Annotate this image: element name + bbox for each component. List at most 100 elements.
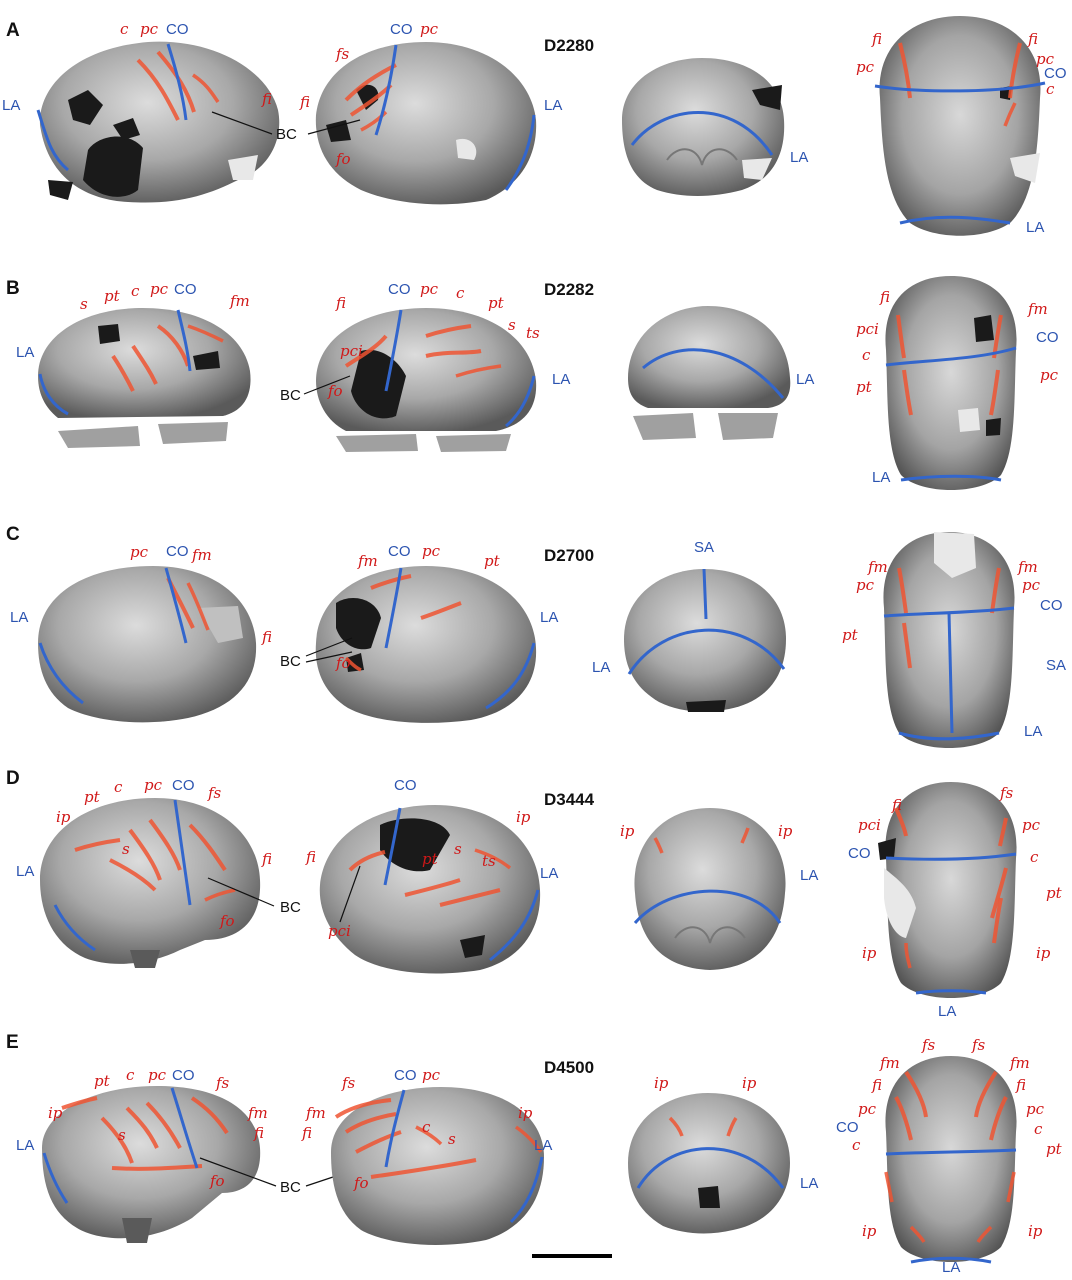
label-la: LA: [540, 609, 559, 626]
label-pc: pc: [422, 1066, 441, 1084]
label-pc: pc: [420, 20, 439, 38]
posterior-view: [628, 1093, 790, 1234]
label-fo: fo: [210, 1172, 225, 1190]
label-co: CO: [836, 1119, 859, 1136]
row-a: A D2280 c pc CO fi LA: [0, 0, 1072, 250]
label-pc-left: pc: [856, 576, 875, 594]
label-la: LA: [534, 1137, 553, 1154]
label-pt: pt: [84, 788, 100, 806]
label-ip-left: ip: [620, 822, 635, 840]
label-c: c: [456, 284, 465, 302]
label-ip-left: ip: [862, 1222, 877, 1240]
label-la: LA: [16, 1137, 35, 1154]
label-ip-left: ip: [862, 944, 877, 962]
label-pc: pc: [144, 776, 163, 794]
label-ip-right: ip: [1036, 944, 1051, 962]
label-fs: fs: [208, 784, 222, 802]
right-lateral-view: [315, 566, 537, 723]
label-la: LA: [1026, 219, 1045, 236]
label-s: s: [448, 1130, 456, 1148]
label-pc-left: pc: [858, 1100, 877, 1118]
label-la: LA: [872, 469, 891, 486]
label-fm-right: fm: [1010, 1054, 1030, 1072]
label-fm: fm: [248, 1104, 268, 1122]
label-la: LA: [800, 1175, 819, 1192]
row-d: D D3444 pt c pc CO fs ip s fi fo LA BC: [0, 766, 1072, 1019]
label-c-right: c: [1034, 1120, 1043, 1138]
label-pc: pc: [148, 1066, 167, 1084]
label-s: s: [118, 1126, 126, 1144]
label-pc: pc: [150, 280, 169, 298]
label-fi-left: fi: [872, 1076, 883, 1094]
label-fo: fo: [336, 150, 351, 168]
label-co: CO: [172, 777, 195, 794]
label-s: s: [80, 295, 88, 313]
label-fi: fi: [262, 850, 273, 868]
label-pci: pci: [856, 320, 879, 338]
label-pc: pc: [130, 543, 149, 561]
row-c: C D2700 pc CO fm fi LA fm CO pc pt f: [0, 520, 1072, 770]
panel-letter: E: [6, 1032, 19, 1053]
label-co: CO: [1040, 597, 1063, 614]
label-c-left: c: [852, 1136, 861, 1154]
label-s: s: [454, 840, 462, 858]
label-pt: pt: [484, 552, 500, 570]
label-pc: pc: [140, 20, 159, 38]
right-lateral-view: [331, 1087, 544, 1245]
label-fi-right: fi: [1016, 1076, 1027, 1094]
label-pc-right: pc: [1022, 576, 1041, 594]
panel-letter: C: [6, 524, 20, 545]
label-ip-right: ip: [778, 822, 793, 840]
label-fi: fi: [300, 93, 311, 111]
left-lateral-view: [38, 308, 251, 448]
label-ip: ip: [56, 808, 71, 826]
posterior-view: [628, 306, 791, 440]
right-lateral-view: [315, 42, 537, 205]
label-bc: BC: [280, 899, 301, 916]
label-ip: ip: [516, 808, 531, 826]
specimen-id: D2700: [544, 546, 595, 565]
label-co: CO: [394, 777, 417, 794]
pci-pointer-line: [339, 865, 361, 923]
label-s: s: [122, 840, 130, 858]
label-pc-left: pc: [856, 58, 875, 76]
label-la: LA: [16, 863, 35, 880]
label-la: LA: [16, 344, 35, 361]
label-pt: pt: [1046, 1140, 1062, 1158]
label-co: CO: [1036, 329, 1059, 346]
label-sa: SA: [694, 539, 715, 556]
superior-view: [884, 1056, 1017, 1264]
label-la: LA: [592, 659, 611, 676]
label-fi: fi: [336, 294, 347, 312]
label-fs: fs: [1000, 784, 1014, 802]
label-ip-right: ip: [742, 1074, 757, 1092]
label-fs: fs: [336, 45, 350, 63]
label-la: LA: [796, 371, 815, 388]
label-pt: pt: [104, 287, 120, 305]
bc-pointer-lines: [211, 111, 361, 135]
left-lateral-view: [38, 566, 257, 723]
label-pci: pci: [328, 922, 351, 940]
label-pt: pt: [1046, 884, 1062, 902]
superior-view: [874, 16, 1046, 236]
label-fm: fm: [306, 1104, 326, 1122]
specimen-id: D2280: [544, 36, 595, 55]
label-pt: pt: [856, 378, 872, 396]
label-fi: fi: [262, 628, 273, 646]
label-pci: pci: [340, 342, 363, 360]
label-fi: fi: [302, 1124, 313, 1142]
label-c: c: [114, 778, 123, 796]
label-fi-left: fi: [872, 30, 883, 48]
label-pt: pt: [94, 1072, 110, 1090]
label-pc: pc: [420, 280, 439, 298]
label-sa: SA: [1046, 657, 1067, 674]
label-ip: ip: [518, 1104, 533, 1122]
label-ip-right: ip: [1028, 1222, 1043, 1240]
label-pc: pc: [1022, 816, 1041, 834]
label-bc: BC: [280, 653, 301, 670]
label-pci: pci: [858, 816, 881, 834]
label-c: c: [422, 1118, 431, 1136]
label-la: LA: [942, 1259, 961, 1276]
label-fm: fm: [358, 552, 378, 570]
